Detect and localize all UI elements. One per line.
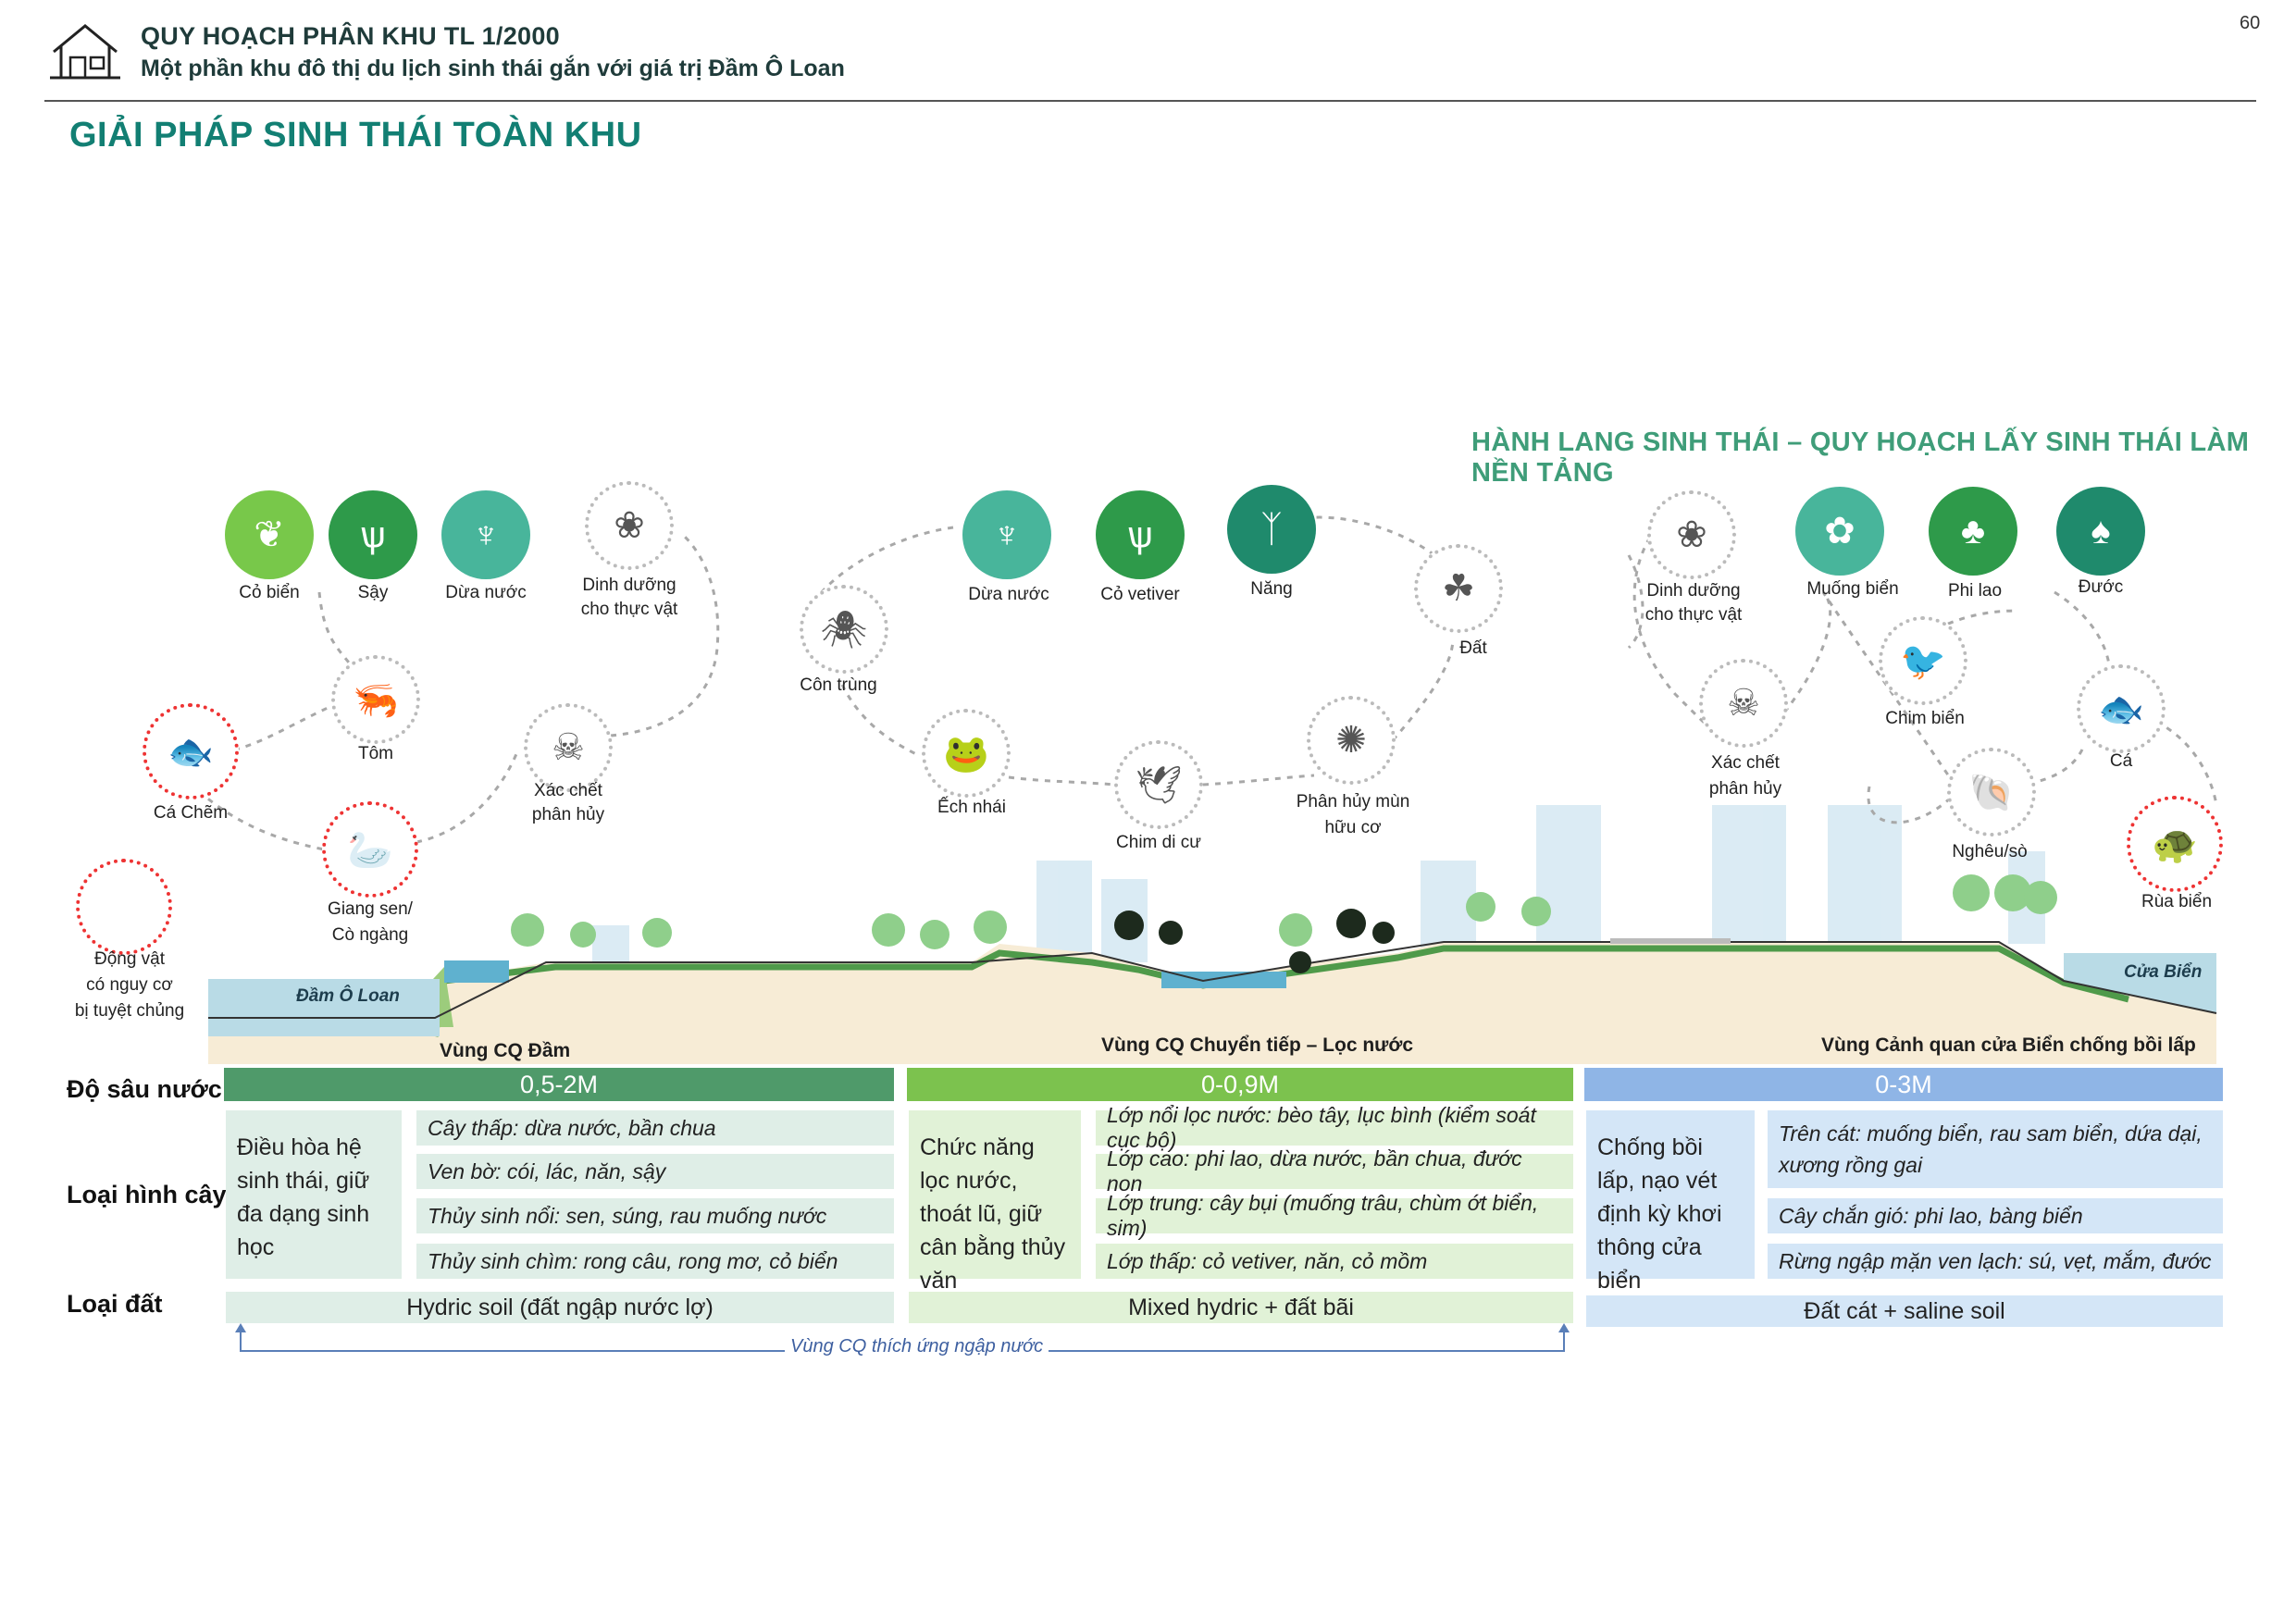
row-header-soil: Loại đất <box>67 1290 163 1318</box>
label-con-trung: Côn trùng <box>800 675 877 695</box>
beach-morning-glory-icon: ✿ <box>1795 487 1884 576</box>
zone-title-2: Vùng CQ Chuyển tiếp – Lọc nước <box>1101 1035 1413 1056</box>
label-xac-chet-1b: phân hủy <box>531 805 605 824</box>
migratory-bird-icon: 🕊 <box>1114 740 1203 829</box>
label-rua-bien: Rùa biển <box>2141 892 2213 911</box>
sprout-nutrient-2-icon: ❀ <box>1647 490 1736 579</box>
label-ech-nhai: Ếch nhái <box>937 798 1006 817</box>
label-co-bien: Cỏ biển <box>239 583 300 602</box>
insect-icon: 🕷 <box>800 585 888 674</box>
zone-2-plant-4: Lớp thấp: cỏ vetiver, năn, cỏ mồm <box>1096 1244 1573 1279</box>
sedge-icon: ᛉ <box>1227 485 1316 574</box>
zone-3-plant-1: Trên cát: muống biển, rau sam biển, dứa … <box>1768 1110 2223 1188</box>
zone-1-plant-3: Thủy sinh nổi: sen, súng, rau muống nước <box>416 1198 894 1233</box>
zone-1-plant-2: Ven bờ: cói, lác, năn, sậy <box>416 1154 894 1189</box>
label-cua-bien: Cửa Biển <box>2124 962 2203 982</box>
sprout-nutrient-icon: ❀ <box>585 481 674 570</box>
zone-2-plant-3: Lớp trung: cây bụi (muống trâu, chùm ớt … <box>1096 1191 1573 1240</box>
depth-bar-zone-3: 0-3M <box>1584 1068 2223 1101</box>
label-phi-lao: Phi lao <box>1947 581 2003 601</box>
depth-bar-zone-2: 0-0,9M <box>907 1068 1573 1101</box>
sea-turtle-icon: 🐢 <box>2127 796 2223 892</box>
header-subtitle: Một phần khu đô thị du lịch sinh thái gắ… <box>141 56 845 81</box>
label-dong-vat-c: bị tuyệt chủng <box>74 1001 185 1021</box>
reed-icon: ѱ <box>329 490 417 579</box>
zone-3-plant-2: Cây chắn gió: phi lao, bàng biển <box>1768 1198 2223 1233</box>
label-dinh-duong-1b: cho thực vật <box>580 600 678 619</box>
barramundi-fish-icon: 🐟 <box>143 703 239 799</box>
zone-3-function: Chống bồi lấp, nạo vét định kỳ khơi thôn… <box>1586 1110 1755 1294</box>
row-header-plants: Loại hình cây <box>67 1181 227 1208</box>
seabird-icon: 🐦 <box>1879 616 1967 705</box>
zone-1-soil: Hydric soil (đất ngập nước lợ) <box>226 1292 894 1323</box>
cross-section-landscape <box>208 805 2217 1064</box>
header-divider <box>44 100 2256 102</box>
soil-icon: ☘ <box>1414 544 1503 633</box>
depth-bar-zone-1: 0,5-2M <box>224 1068 894 1101</box>
label-phan-huy-a: Phân hủy mùn <box>1296 792 1410 812</box>
stork-bird-icon: 🦢 <box>322 801 418 898</box>
endangered-species-icon <box>76 859 172 955</box>
casuarina-tree-icon: ♣ <box>1929 487 2017 576</box>
decomposing-carcass-2-icon: ☠ <box>1699 659 1788 748</box>
label-giang-sen-a: Giang sen/ <box>328 899 413 919</box>
seagrass-icon: ❦ <box>225 490 314 579</box>
label-dinh-duong-1a: Dinh dưỡng <box>582 576 676 595</box>
zone-3-soil: Đất cát + saline soil <box>1586 1295 2223 1327</box>
zone-1-plant-1: Cây thấp: dừa nước, bần chua <box>416 1110 894 1146</box>
label-dinh-duong-2a: Dinh dưỡng <box>1646 581 1741 601</box>
vetiver-grass-icon: ѱ <box>1096 490 1185 579</box>
label-dinh-duong-2b: cho thực vật <box>1644 605 1743 625</box>
zone-2-function: Chức năng lọc nước, thoát lũ, giữ cân bằ… <box>909 1110 1081 1294</box>
label-chim-di-cu: Chim di cư <box>1116 833 1201 852</box>
section-title: GIẢI PHÁP SINH THÁI TOÀN KHU <box>69 116 642 155</box>
label-nang: Năng <box>1250 579 1293 599</box>
label-ca-chem: Cá Chẽm <box>153 803 229 823</box>
frog-icon: 🐸 <box>922 709 1011 798</box>
corridor-title: HÀNH LANG SINH THÁI – QUY HOẠCH LẤY SINH… <box>1471 427 2250 488</box>
clam-icon: 🐚 <box>1947 748 2036 836</box>
label-xac-chet-1a: Xác chết <box>534 781 602 800</box>
row-header-depth: Độ sâu nước <box>67 1075 222 1103</box>
nipa-palm-icon: ♆ <box>441 490 530 579</box>
zone-1-plant-4: Thủy sinh chìm: rong câu, rong mơ, cỏ bi… <box>416 1244 894 1279</box>
label-say: Sậy <box>357 583 389 602</box>
label-dam-o-loan: Đầm Ô Loan <box>296 986 400 1006</box>
shrimp-icon: 🦐 <box>331 655 420 744</box>
label-giang-sen-b: Cò ngàng <box>331 925 409 945</box>
zone-2-plant-1: Lớp nổi lọc nước: bèo tây, lục bình (kiể… <box>1096 1103 1573 1152</box>
label-dua-nuoc-1: Dừa nước <box>445 583 527 602</box>
organic-decomposition-icon: ✺ <box>1307 696 1396 785</box>
label-co-vetiver: Cỏ vetiver <box>1100 585 1180 604</box>
label-dua-nuoc-2: Dừa nước <box>968 585 1049 604</box>
label-phan-huy-b: hữu cơ <box>1324 818 1382 837</box>
label-muong-bien: Muống biển <box>1806 579 1899 599</box>
zone-3-plant-3: Rừng ngập mặn ven lạch: sú, vẹt, mắm, đư… <box>1768 1244 2223 1279</box>
zone-2-plant-2: Lớp cao: phi lao, dừa nước, bần chua, đư… <box>1096 1146 1573 1196</box>
adaptation-note: Vùng CQ thích ứng ngập nước <box>785 1336 1049 1357</box>
zone-title-3: Vùng Cảnh quan cửa Biển chống bồi lấp <box>1821 1035 2196 1056</box>
label-ca: Cá <box>2109 751 2133 771</box>
label-dat: Đất <box>1459 638 1487 658</box>
label-xac-chet-2b: phân hủy <box>1708 779 1782 799</box>
logo-house-icon <box>50 24 120 80</box>
nipa-palm-2-icon: ♆ <box>962 490 1051 579</box>
label-xac-chet-2a: Xác chết <box>1711 753 1780 773</box>
decomposing-carcass-icon: ☠ <box>524 703 613 792</box>
fish-icon: 🐟 <box>2077 664 2166 753</box>
label-chim-bien: Chim biển <box>1885 709 1965 728</box>
page-number: 60 <box>2240 13 2261 33</box>
label-dong-vat-a: Động vật <box>93 949 166 969</box>
label-dong-vat-b: có nguy cơ <box>86 975 173 995</box>
label-ngheu-so: Nghêu/sò <box>1952 842 2028 861</box>
label-tom: Tôm <box>358 744 393 763</box>
mangrove-tree-icon: ♠ <box>2056 487 2145 576</box>
zone-title-1: Vùng CQ Đầm <box>440 1040 571 1061</box>
zone-1-function: Điều hòa hệ sinh thái, giữ đa dạng sinh … <box>226 1110 402 1279</box>
label-duoc: Đước <box>2078 577 2124 597</box>
zone-2-soil: Mixed hydric + đất bãi <box>909 1292 1573 1323</box>
header-title: QUY HOẠCH PHÂN KHU TL 1/2000 <box>141 22 561 50</box>
